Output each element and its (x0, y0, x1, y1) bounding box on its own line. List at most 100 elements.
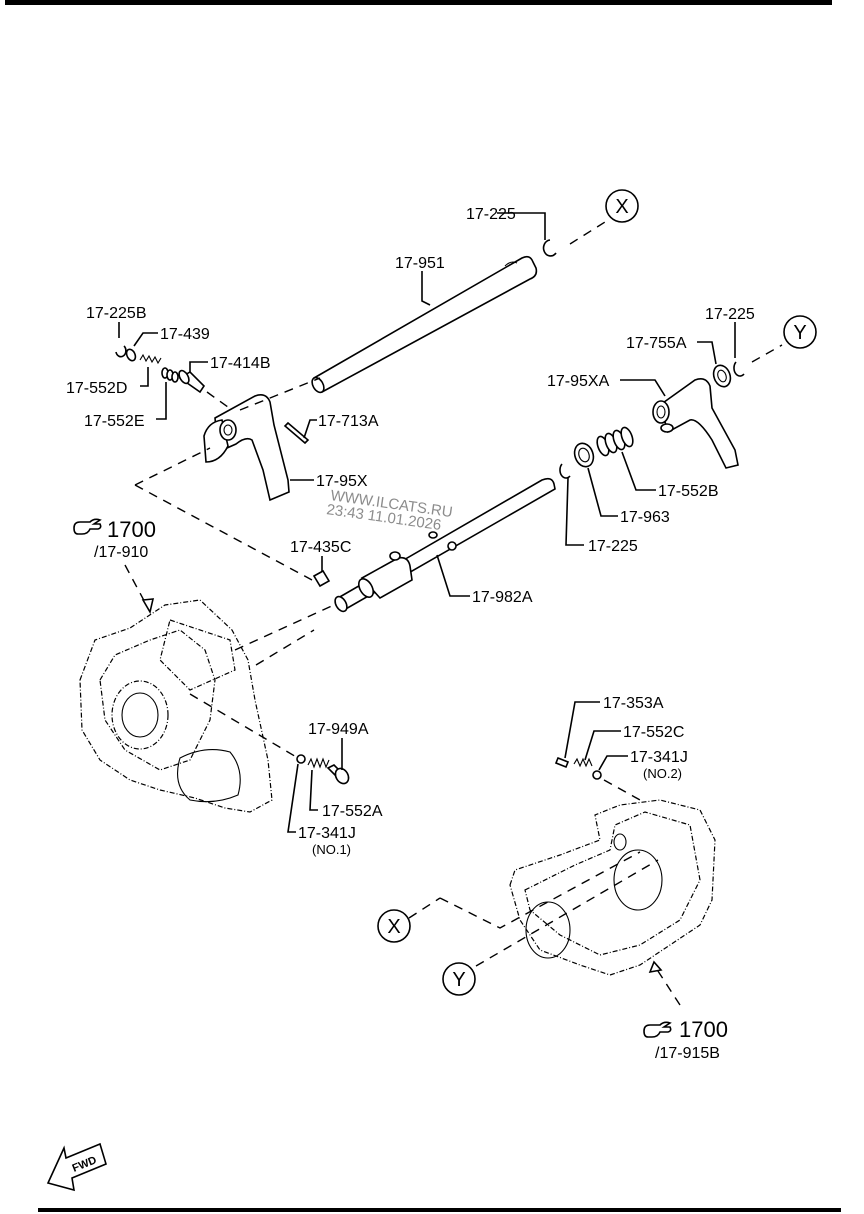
spring-17-552b[interactable] (595, 426, 635, 457)
leader-17-353a (564, 701, 600, 759)
label-17-414b[interactable]: 17-414B (210, 355, 271, 372)
label-17-552e[interactable]: 17-552E (84, 413, 145, 430)
leader-17-552e (156, 382, 167, 420)
pin-17-435c[interactable] (312, 569, 331, 588)
connector-y-bottom[interactable]: Y (442, 962, 476, 996)
label-17-353a[interactable]: 17-353A (603, 695, 664, 712)
leader-17-982a (436, 554, 470, 597)
dash-lower-rod-case-2 (255, 629, 315, 666)
connector-y-top[interactable]: Y (783, 315, 817, 349)
dash-fork-left (134, 447, 211, 486)
label-17-341j-no1[interactable]: 17-341J (298, 825, 356, 842)
shift-rod-17-951[interactable] (310, 255, 538, 395)
label-17-963[interactable]: 17-963 (620, 509, 670, 526)
label-17-552a[interactable]: 17-552A (322, 803, 383, 820)
shift-fork-17-95xa[interactable] (652, 378, 739, 469)
shift-fork-17-95x[interactable] (203, 394, 290, 502)
arrow-ref1-head (141, 598, 155, 615)
label-17-951[interactable]: 17-951 (395, 255, 445, 272)
leader-17-552c (584, 730, 621, 761)
leader-17-755a (697, 341, 717, 365)
leader-17-963 (587, 467, 618, 517)
leader-17-552d (140, 367, 149, 387)
dash-to-x-top (569, 221, 606, 245)
svg-text:Y: Y (452, 969, 465, 991)
svg-text:X: X (387, 916, 400, 938)
leader-17-225-mid (565, 477, 584, 546)
label-17-552d[interactable]: 17-552D (66, 380, 127, 397)
ref-17-910[interactable]: 1700 /17-910 (73, 517, 156, 561)
label-17-95xa[interactable]: 17-95XA (547, 373, 610, 390)
leader-17-951 (421, 271, 431, 306)
ball-17-341j-no2[interactable] (592, 770, 602, 780)
dash-fork-upper-rod (239, 377, 321, 411)
dash-lower-rod-case (234, 603, 337, 651)
washer-17-963[interactable] (571, 441, 596, 470)
connector-x-bottom[interactable]: X (377, 909, 411, 943)
dash-detent-axis (206, 391, 233, 411)
label-17-552c[interactable]: 17-552C (623, 724, 684, 741)
label-17-435c[interactable]: 17-435C (290, 539, 351, 556)
pin-17-713a[interactable] (283, 421, 310, 445)
washer-17-439[interactable] (125, 348, 137, 362)
fwd-arrow-icon: FWD (46, 1142, 107, 1192)
leader-17-552b (621, 451, 656, 491)
label-17-95x[interactable]: 17-95X (316, 473, 368, 490)
leader-17-414b (189, 361, 208, 372)
extension-case-17-915b[interactable] (509, 799, 716, 976)
spring-17-552c[interactable] (573, 757, 593, 768)
label-17-341j-no1-note: (NO.1) (312, 842, 351, 857)
dash-to-y-top (751, 344, 783, 363)
label-17-341j-no2-note: (NO.2) (643, 766, 682, 781)
bolt-17-949a[interactable] (326, 764, 351, 786)
label-17-982a[interactable]: 17-982A (472, 589, 533, 606)
arrow-ref2-head (648, 960, 663, 974)
spring-17-552e[interactable] (161, 367, 179, 383)
label-17-341j-no2[interactable]: 17-341J (630, 749, 688, 766)
e-ring-17-225-right[interactable] (733, 361, 745, 377)
ball-17-341j-no1[interactable] (296, 754, 306, 764)
spring-17-552d[interactable] (139, 353, 162, 365)
label-17-225-mid[interactable]: 17-225 (588, 538, 638, 555)
watermark: WWW.ILCATS.RU 23:43 11.01.2026 (325, 487, 453, 534)
spring-17-552a[interactable] (307, 757, 330, 769)
e-ring-17-225-mid[interactable] (559, 463, 571, 479)
connector-x-top[interactable]: X (605, 189, 639, 223)
label-17-225-top[interactable]: 17-225 (466, 206, 516, 223)
svg-text:X: X (615, 196, 628, 218)
ref1-part: /17-910 (94, 544, 148, 561)
label-17-439[interactable]: 17-439 (160, 326, 210, 343)
dash-detent-no2-case (603, 779, 641, 801)
pin-17-414b[interactable] (177, 369, 206, 394)
leader-17-95xa (620, 379, 666, 397)
leader-17-225-top (497, 212, 546, 240)
leader-17-552a (309, 769, 318, 811)
dash-x-bottom-stub (408, 897, 441, 919)
ref2-group: 1700 (679, 1017, 728, 1042)
svg-text:Y: Y (793, 322, 806, 344)
arrow-ref2 (655, 967, 681, 1006)
washer-17-755a[interactable] (711, 363, 734, 389)
e-ring-17-225-top[interactable] (542, 239, 557, 257)
pointing-hand-icon (643, 1021, 672, 1038)
e-ring-17-225b[interactable] (115, 345, 127, 358)
leader-17-713a (303, 419, 317, 439)
label-17-713a[interactable]: 17-713A (318, 413, 379, 430)
label-17-755a[interactable]: 17-755A (626, 335, 687, 352)
pin-17-353a[interactable] (554, 756, 570, 769)
transmission-case-17-910[interactable] (79, 599, 273, 813)
label-17-552b[interactable]: 17-552B (658, 483, 719, 500)
top-border (5, 0, 832, 5)
ref-17-915b[interactable]: 1700 /17-915B (643, 1017, 728, 1062)
leader-17-439 (133, 332, 158, 347)
leader-17-341j-no2 (598, 755, 628, 771)
label-17-225b[interactable]: 17-225B (86, 305, 147, 322)
pointing-hand-icon (73, 518, 102, 535)
label-17-225-right[interactable]: 17-225 (705, 306, 755, 323)
dash-y-case (475, 859, 659, 967)
label-17-949a[interactable]: 17-949A (308, 721, 369, 738)
shift-rod-17-982a[interactable] (333, 477, 556, 614)
ref2-part: /17-915B (655, 1045, 720, 1062)
